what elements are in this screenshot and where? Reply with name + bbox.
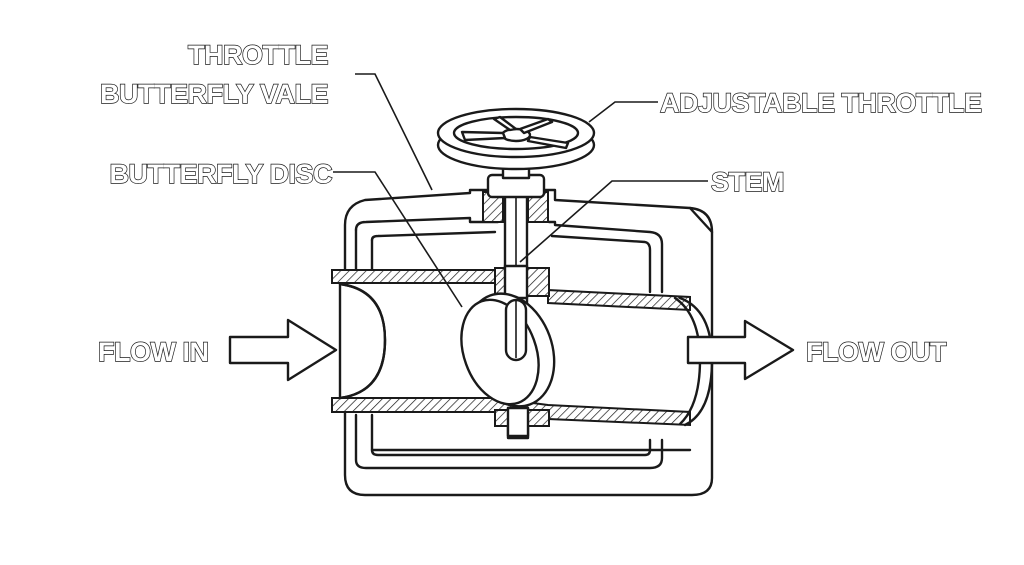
stem	[482, 191, 550, 440]
label-butterfly-disc: BUTTERFLY DISC	[109, 159, 332, 189]
label-throttle-valve-line2: BUTTERFLY VALE	[100, 79, 328, 109]
label-flow-in: FLOW IN	[98, 337, 208, 367]
label-throttle-valve-line1: THROTTLE	[188, 40, 328, 70]
label-stem: STEM	[711, 167, 784, 197]
label-flow-out: FLOW OUT	[806, 337, 947, 367]
flow-out-arrow	[686, 319, 795, 381]
butterfly-disc	[460, 292, 556, 408]
leader-lines	[333, 73, 708, 308]
label-adjustable-throttle: ADJUSTABLE THROTTLE	[660, 88, 982, 118]
flow-in-arrow	[228, 318, 338, 382]
handwheel	[436, 107, 596, 199]
